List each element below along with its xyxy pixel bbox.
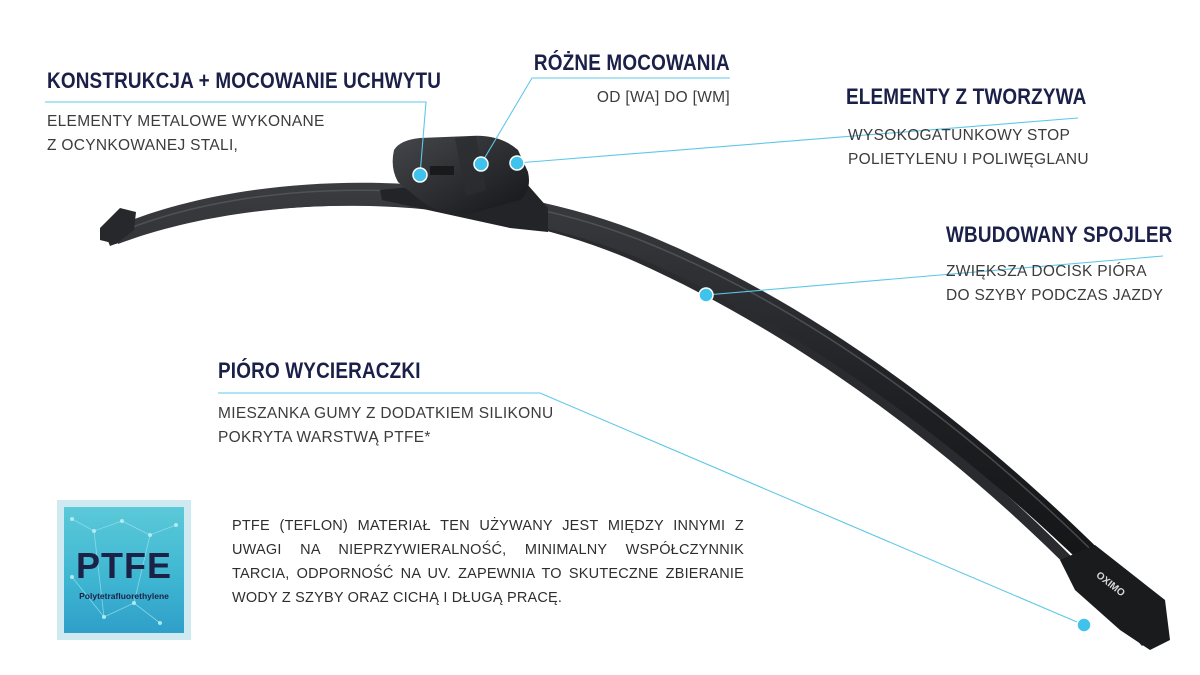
- construction-line-1: ELEMENTY METALOWE WYKONANE: [47, 113, 325, 130]
- construction-title: KONSTRUKCJA + MOCOWANIE UCHWYTU: [47, 68, 442, 93]
- plastics-title: ELEMENTY Z TWORZYWA: [846, 84, 1087, 109]
- blade-line-2: POKRYTA WARSTWĄ PTFE*: [218, 429, 431, 446]
- ptfe-description: PTFE (TEFLON) MATERIAŁ TEN UŻYWANY JEST …: [232, 518, 744, 606]
- mounting-line-1: OD [WA] DO [WM]: [596, 89, 730, 106]
- ptfe-badge-text: PTFE: [75, 545, 172, 586]
- spoiler-line: [705, 255, 1164, 296]
- plastics-line-2: POLIETYLENU I POLIWĘGLANU: [848, 151, 1089, 168]
- spoiler-line-2: DO SZYBY PODCZAS JAZDY: [946, 287, 1164, 304]
- callout-dots: [412, 155, 1092, 633]
- plastics-line: [516, 117, 1079, 164]
- spoiler-line-1: ZWIĘKSZA DOCISK PIÓRA: [946, 263, 1147, 280]
- spoiler-highlight: [119, 189, 1155, 615]
- molecule-pattern-icon: [70, 517, 178, 625]
- spoiler-dot: [698, 287, 714, 303]
- blade-dot: [1076, 617, 1092, 633]
- callout-lines: [45, 77, 1164, 626]
- plastics-dot: [509, 155, 525, 171]
- ptfe-badge-tile: PTFE Polytetrafluorethylene: [64, 507, 184, 633]
- ptfe-badge-subtext: Polytetrafluorethylene: [79, 591, 169, 601]
- adapter-clip: [380, 135, 548, 232]
- construction-line: [45, 101, 427, 176]
- left-end-cap: [100, 208, 136, 244]
- ptfe-badge: PTFE Polytetrafluorethylene: [57, 500, 191, 640]
- mounting-dot: [473, 156, 489, 172]
- spoiler-title: WBUDOWANY SPOJLER: [946, 222, 1173, 247]
- plastics-line-1: WYSOKOGATUNKOWY STOP: [848, 127, 1071, 144]
- mounting-title: RÓŻNE MOCOWANIA: [534, 50, 730, 75]
- blade-title: PIÓRO WYCIERACZKI: [218, 358, 421, 383]
- mounting-line: [480, 77, 730, 165]
- construction-line-2: Z OCYNKOWANEJ STALI,: [47, 137, 239, 154]
- construction-dot: [412, 167, 428, 183]
- blade-line: [218, 392, 1085, 626]
- blade-line-1: MIESZANKA GUMY Z DODATKIEM SILIKONU: [218, 405, 554, 422]
- right-end-cap: OXIMO: [1060, 545, 1170, 650]
